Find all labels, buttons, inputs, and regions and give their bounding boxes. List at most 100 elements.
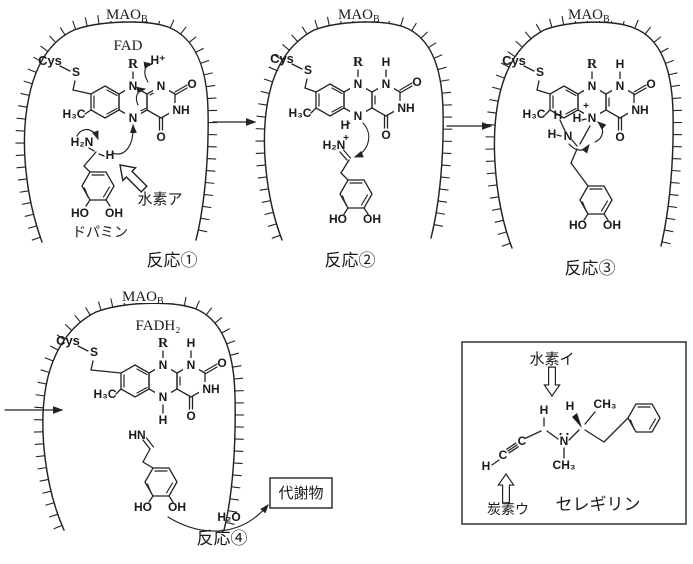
reaction-panel-1: MAOB FAD Cys S R H⁺ N N N NH O O H₃C H₂N…	[15, 6, 218, 271]
enzyme-membrane-2	[255, 12, 453, 241]
alpha-h-atom: H	[106, 148, 115, 162]
enzyme-membrane-3	[485, 13, 683, 249]
r-group-label: R	[128, 57, 139, 72]
oxygen-atom: O	[156, 130, 165, 144]
mechanism-arrows-1	[76, 61, 154, 155]
plus-charge: +	[343, 133, 349, 144]
reaction-panel-3: MAOB Cys S R H N N N + H NH O O H₃C H H …	[485, 6, 683, 279]
step-arrow-2-3	[446, 122, 493, 130]
n3-nh-atom: NH	[172, 103, 189, 117]
metabolite-box	[269, 477, 333, 509]
n5-atom: N	[588, 111, 597, 125]
selegiline-box: 水素イ H H C C N CH₃ H CH₃ 炭素ウ セレギリン	[461, 341, 687, 525]
n5-atom: N	[159, 390, 168, 404]
amine-h-atom: H	[554, 108, 563, 122]
n-methyl-label: CH₃	[553, 458, 576, 472]
reaction-1-caption: 反応①	[147, 251, 198, 271]
n3-nh-atom: NH	[397, 101, 414, 115]
stereo-h-atom: H	[566, 399, 575, 413]
amine-h-atom: H	[548, 127, 557, 141]
n10-atom: N	[159, 358, 168, 372]
carbon-u-annotation: 炭素ウ	[487, 502, 529, 518]
cofactor-label: FADH₂	[136, 318, 181, 334]
sulfur-atom: S	[72, 65, 80, 79]
flavin-structure-1	[59, 65, 193, 131]
flavin-structure-2	[291, 63, 418, 129]
oxygen-atom: O	[646, 77, 655, 91]
n1-atom: N	[382, 77, 391, 91]
reaction-3-caption: 反応③	[565, 259, 616, 279]
r-group-label: R	[158, 336, 169, 351]
cys-label: Cys	[502, 53, 526, 68]
n5-h-atom: H	[573, 111, 582, 125]
methyl-label: H₃C	[94, 387, 117, 401]
n1-atom: N	[157, 79, 166, 93]
sulfur-atom: S	[304, 63, 312, 77]
ho-label: HO	[569, 218, 587, 232]
alkyne-c-atom: C	[499, 448, 508, 462]
oh-label: OH	[363, 212, 381, 226]
reaction-panel-2: MAOB Cys S R H N N N H NH O O H₃C H₂N + …	[255, 6, 453, 271]
amine-label: H₂N	[71, 135, 94, 149]
methyl-label: H₃C	[63, 107, 86, 121]
selegiline-structure	[491, 403, 661, 466]
oh-label: OH	[168, 500, 186, 514]
oxygen-atom: O	[217, 356, 226, 370]
n1-atom: N	[187, 358, 196, 372]
enzyme-label: MAOB	[122, 289, 164, 307]
n10-atom: N	[354, 77, 363, 91]
n5-atom: N	[129, 111, 138, 125]
selegiline-name: セレギリン	[556, 495, 641, 515]
alkyne-terminal-h-atom: H	[482, 459, 491, 473]
n3-nh-atom: NH	[202, 382, 219, 396]
methyl-label: H₃C	[523, 107, 546, 121]
alkyne-c-atom: C	[518, 434, 527, 448]
oh-label: OH	[105, 206, 123, 220]
hydrogen-i-annotation: 水素イ	[529, 350, 574, 368]
enzyme-label: MAOB	[106, 7, 148, 25]
imine-label: HN	[128, 428, 145, 442]
n5-h-atom: H	[341, 118, 350, 132]
oh-label: OH	[603, 218, 621, 232]
oxygen-atom: O	[187, 77, 196, 91]
water-label: H₂O	[217, 510, 240, 524]
n5-h-atom: H	[159, 413, 168, 427]
mechanism-arrows-3	[568, 121, 607, 154]
n1-h-atom: H	[382, 55, 391, 69]
reaction-panel-4: MAOB FADH₂ Cys S R H N N N H NH O O H₃C …	[33, 288, 333, 549]
iminium-label: H₂N	[323, 138, 346, 152]
imine-product-structure	[142, 437, 178, 503]
iminium-dopamine-structure	[339, 149, 373, 215]
amine-n-atom: N	[560, 434, 569, 448]
oxygen-atom: O	[412, 75, 421, 89]
propargyl-h-atom: H	[540, 403, 549, 417]
carbon-u-block-arrow-icon	[497, 472, 515, 504]
hydrolysis-arrow	[167, 504, 269, 532]
cofactor-label: FAD	[114, 38, 143, 54]
n1-h-atom: H	[187, 336, 196, 350]
enzyme-label: MAOB	[568, 7, 610, 25]
enzyme-label-bg	[564, 6, 626, 21]
n5-atom: N	[354, 109, 363, 123]
enzyme-membrane-4	[33, 294, 245, 531]
dopamine-structure	[81, 147, 115, 207]
selegiline-frame	[461, 341, 687, 525]
metabolite-label: 代謝物	[278, 484, 323, 502]
proton-label: H⁺	[151, 53, 166, 67]
cys-label: Cys	[38, 53, 62, 68]
oxygen-atom: O	[186, 409, 195, 423]
flavin-structure-3	[523, 65, 652, 131]
ho-label: HO	[134, 500, 152, 514]
amine-adduct-structure	[556, 118, 613, 221]
cys-label: Cys	[56, 333, 80, 348]
enzyme-label-bg	[334, 6, 396, 21]
r-group-label: R	[587, 57, 598, 72]
sulfur-atom: S	[90, 345, 98, 359]
hydrogen-a-block-arrow-icon	[119, 164, 148, 193]
ho-label: HO	[71, 206, 89, 220]
n10-atom: N	[588, 79, 597, 93]
mechanism-arrows-2	[353, 122, 370, 158]
hydrogen-a-annotation: 水素ア	[137, 190, 182, 208]
step-arrow-3-4	[4, 406, 64, 414]
